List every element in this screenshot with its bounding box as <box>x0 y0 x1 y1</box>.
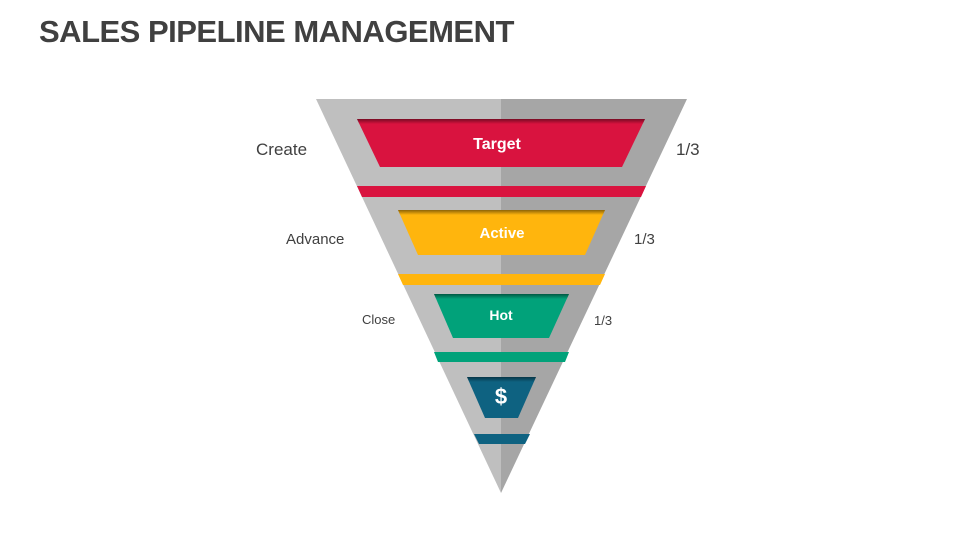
stage-target-stripe <box>357 186 646 197</box>
stage-active: Active <box>398 210 605 285</box>
stage-active-label: Active <box>479 225 524 242</box>
stage-active-stripe <box>398 274 605 285</box>
ratio-active: 1/3 <box>634 231 655 248</box>
stage-hot: Hot <box>434 294 569 362</box>
stage-label-close: Close <box>362 312 396 327</box>
page-title: SALES PIPELINE MANAGEMENT <box>39 14 514 49</box>
stage-hot-stripe <box>434 352 569 362</box>
ratio-hot: 1/3 <box>594 313 613 328</box>
funnel-left-half <box>316 99 501 493</box>
ratio-target: 1/3 <box>676 140 700 159</box>
stage-dollar: $ <box>467 377 536 444</box>
stage-dollar-stripe <box>474 434 530 444</box>
stage-target: Target <box>357 119 646 197</box>
stage-target-label: Target <box>473 136 521 153</box>
stage-hot-label: Hot <box>489 307 513 323</box>
stage-label-create: Create <box>256 140 308 159</box>
stage-label-advance: Advance <box>286 231 345 248</box>
funnel-right-half <box>501 99 687 493</box>
dollar-icon: $ <box>495 384 507 409</box>
